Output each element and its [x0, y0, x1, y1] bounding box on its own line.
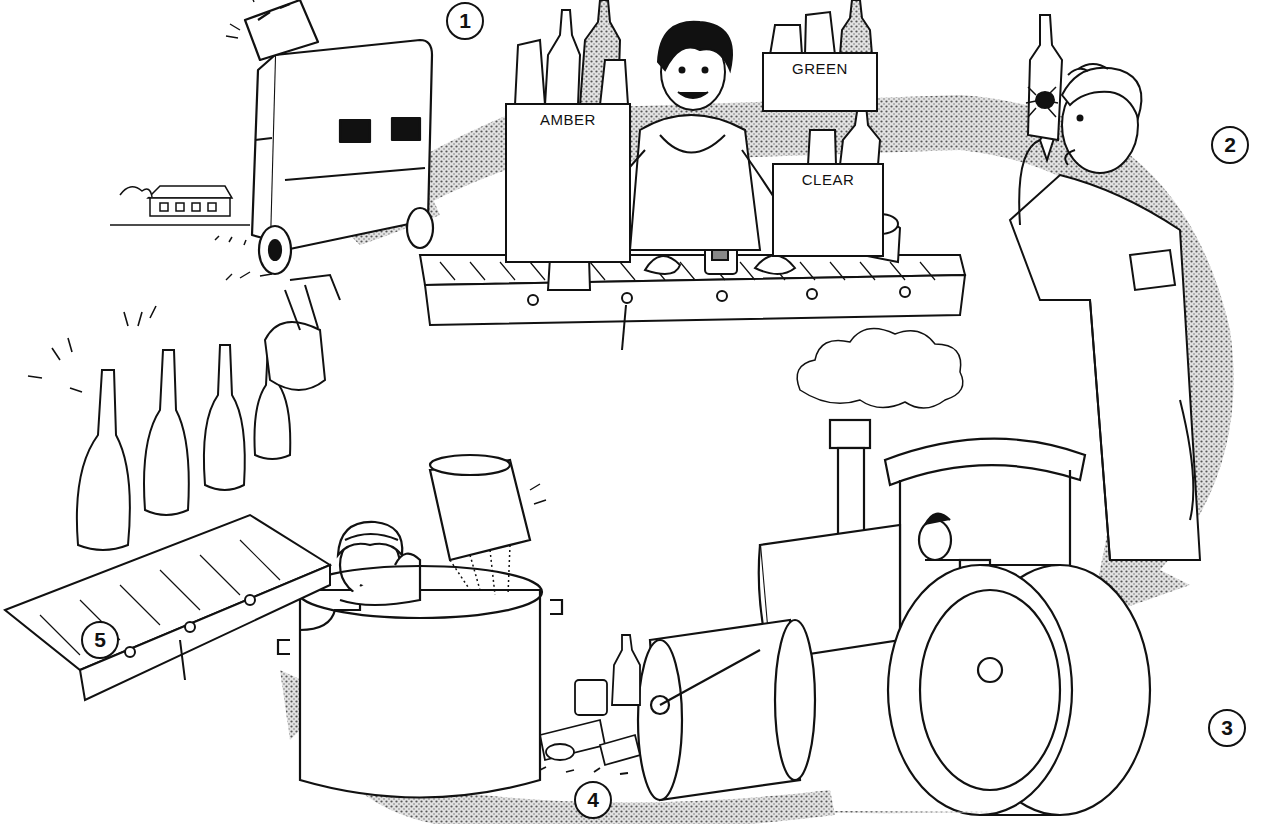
callout-number: 1	[446, 2, 484, 40]
callout-text: 5	[94, 628, 106, 652]
glass-debris	[540, 635, 640, 774]
amber-bin: AMBER	[505, 103, 631, 263]
bottle-conveyor	[5, 275, 340, 700]
steam-cloud	[797, 329, 963, 408]
callout-text: 3	[1221, 716, 1233, 740]
bin-label: AMBER	[540, 111, 596, 128]
steamroller	[638, 420, 1150, 815]
callout-number: 5	[81, 621, 119, 659]
callout-number: 2	[1211, 126, 1249, 164]
clear-bin: CLEAR	[772, 163, 884, 257]
garbage-truck	[226, 0, 433, 280]
bin-label: CLEAR	[802, 171, 855, 188]
callout-text: 2	[1224, 133, 1236, 157]
farmhouse	[110, 186, 250, 245]
inspector-man	[1010, 15, 1200, 560]
callout-text: 4	[587, 788, 599, 812]
callout-number: 4	[574, 781, 612, 819]
green-bin: GREEN	[762, 52, 878, 112]
melting-pot	[278, 455, 562, 798]
bin-label: GREEN	[792, 60, 848, 77]
callout-text: 1	[459, 9, 471, 33]
callout-number: 3	[1208, 709, 1246, 747]
